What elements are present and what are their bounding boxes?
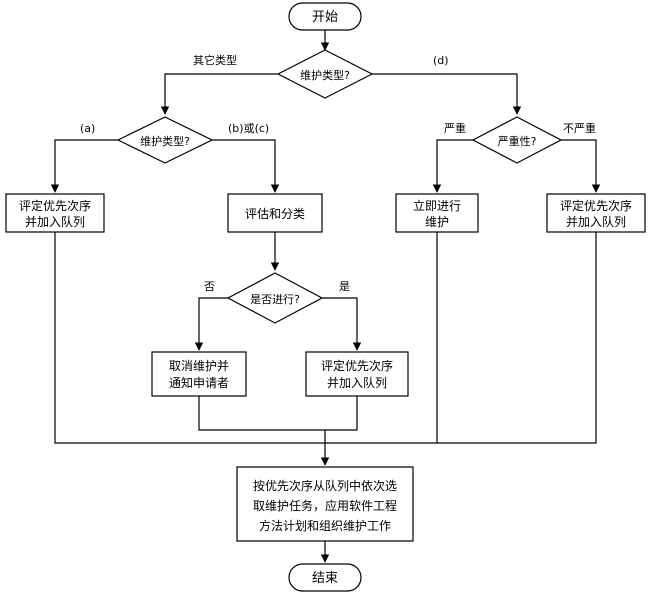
svg-text:维护类型?: 维护类型? [300,68,350,82]
svg-text:严重性?: 严重性? [498,134,537,148]
svg-text:立即进行: 立即进行 [413,198,461,213]
svg-text:维护类型?: 维护类型? [140,134,190,148]
svg-text:取消维护并: 取消维护并 [169,359,229,373]
severity-decision: 严重性? [471,116,563,164]
proceed-decision: 是否进行? [226,272,324,324]
immediate-maintenance-box: 立即进行 维护 [395,193,479,233]
label-d: (d) [433,54,449,67]
label-not-serious: 不严重 [563,121,596,135]
start-label: 开始 [312,10,338,25]
maintenance-type-decision-2: 维护类型? [116,116,214,164]
svg-text:并加入队列: 并加入队列 [25,214,85,229]
svg-text:维护: 维护 [425,215,449,229]
priority-queue-box-bc: 评定优先次序 并加入队列 [305,351,409,397]
cancel-notify-box: 取消维护并 通知申请者 [151,351,247,397]
label-yes: 是 [339,280,350,293]
label-b-or-c: (b)或(c) [228,122,269,135]
end-label: 结束 [312,571,338,586]
svg-text:取维护任务，应用软件工程: 取维护任务，应用软件工程 [253,498,397,513]
evaluate-classify-box: 评估和分类 [227,193,323,233]
label-other-types: 其它类型 [193,53,237,67]
svg-text:评定优先次序: 评定优先次序 [19,198,91,213]
svg-text:评定优先次序: 评定优先次序 [560,198,632,213]
edge-labels: 其它类型 (d) (a) (b)或(c) 严重 不严重 否 是 [80,53,596,293]
svg-text:并加入队列: 并加入队列 [566,214,626,229]
svg-text:通知申请者: 通知申请者 [169,376,229,390]
connectors [50,30,601,563]
priority-queue-box-a: 评定优先次序 并加入队列 [5,193,105,233]
label-a: (a) [80,122,95,135]
svg-text:并加入队列: 并加入队列 [327,375,387,390]
svg-text:是否进行?: 是否进行? [250,293,300,306]
svg-text:方法计划和组织维护工作: 方法计划和组织维护工作 [259,518,391,533]
maintenance-type-decision-1: 维护类型? [276,49,374,99]
svg-text:按优先次序从队列中依次选: 按优先次序从队列中依次选 [253,478,397,493]
process-queue-box: 按优先次序从队列中依次选 取维护任务，应用软件工程 方法计划和组织维护工作 [236,466,414,542]
label-serious: 严重 [444,121,466,135]
priority-queue-box-d: 评定优先次序 并加入队列 [546,193,646,233]
svg-text:评估和分类: 评估和分类 [245,207,305,221]
start-terminal: 开始 [288,2,362,31]
end-terminal: 结束 [288,563,362,592]
label-no: 否 [204,280,215,293]
svg-text:评定优先次序: 评定优先次序 [321,358,393,373]
